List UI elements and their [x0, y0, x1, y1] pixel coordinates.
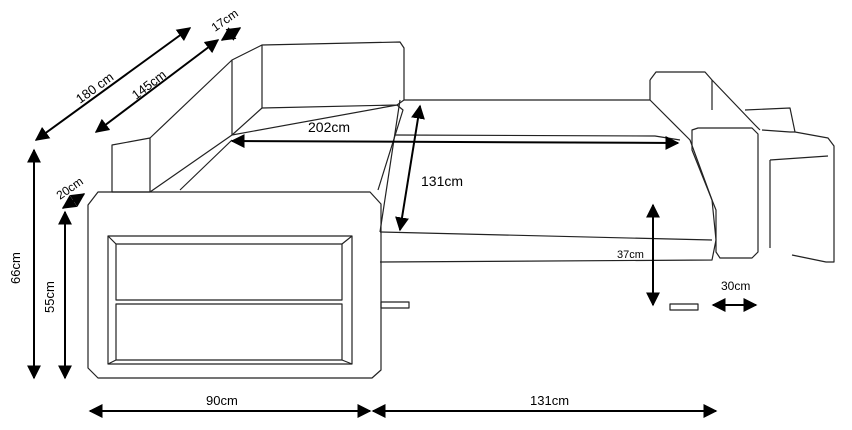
- total-depth-label: 180 cm: [73, 69, 116, 106]
- bed-width-arrow: [395, 104, 425, 232]
- seat-depth-arrow: [94, 39, 220, 133]
- bed-width-label: 131cm: [421, 173, 463, 189]
- total-depth-arrow: [34, 27, 192, 141]
- arm-width-label: 20cm: [54, 174, 86, 202]
- base-left-label: 90cm: [206, 393, 238, 408]
- arm-width-arrow: [61, 193, 86, 209]
- seat-depth-label: 145cm: [129, 67, 169, 102]
- arm-height-label: 55cm: [42, 281, 57, 313]
- dimension-arrows: [27, 27, 758, 418]
- base-right-label: 131cm: [530, 393, 569, 408]
- bed-length-label: 202cm: [308, 119, 350, 135]
- back-thickness-arrow: [220, 27, 242, 41]
- chaise-arm-label: 30cm: [721, 279, 750, 293]
- bed-length-arrow: [230, 134, 680, 150]
- dimension-labels: 180 cm 145cm 17cm 20cm 66cm 55cm 202cm 1…: [8, 6, 750, 408]
- seat-height-label: 37cm: [617, 249, 644, 261]
- total-height-label: 66cm: [8, 252, 23, 284]
- sofa-outline: [87, 41, 835, 379]
